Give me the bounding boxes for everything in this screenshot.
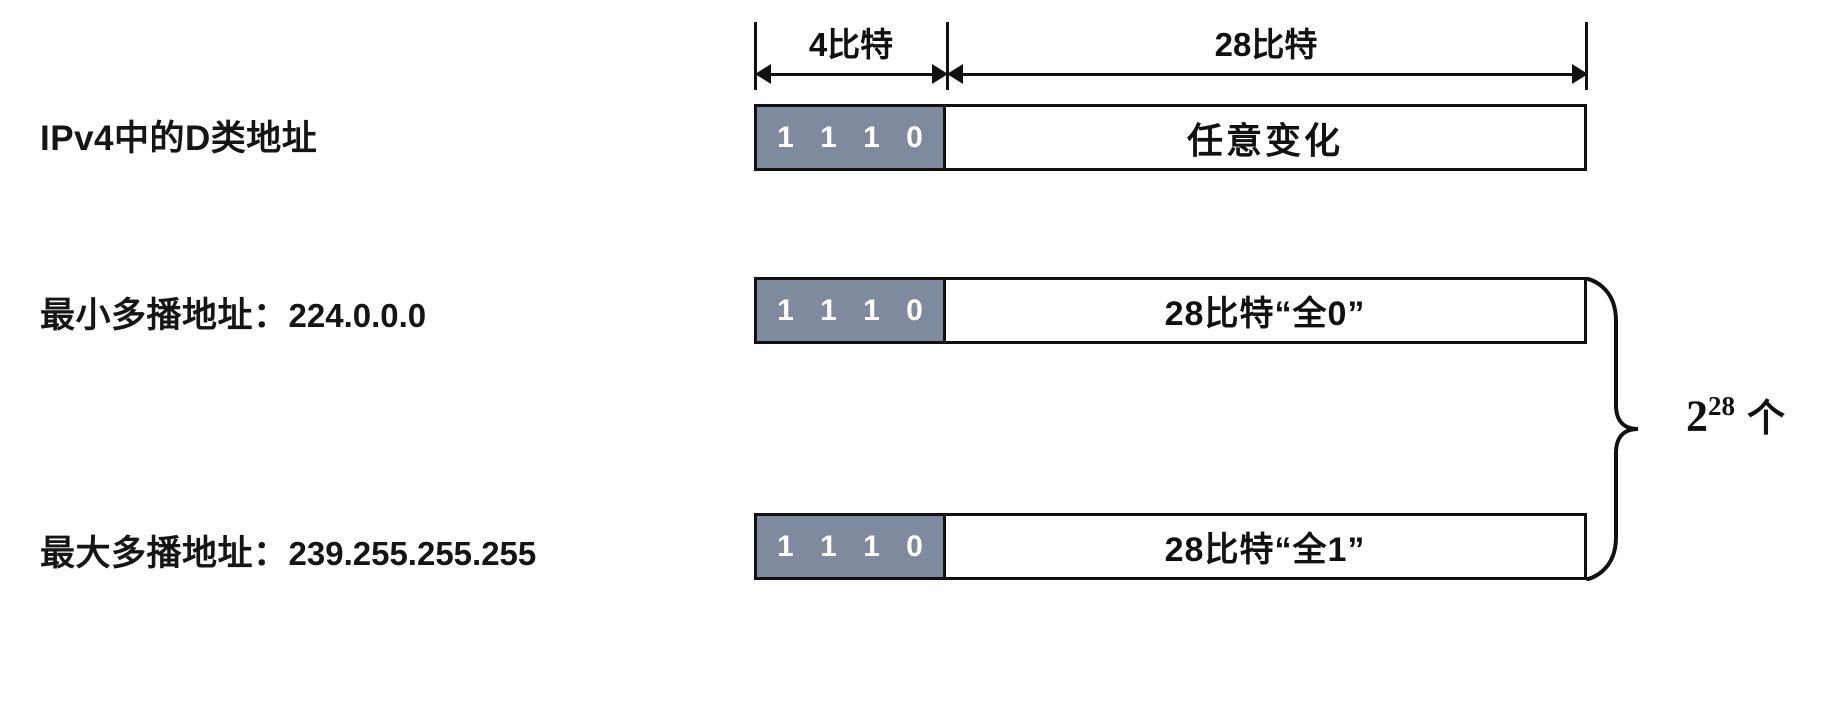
prefix-bits-cell: 1 1 1 0 — [757, 280, 946, 341]
count-exponent: 28 — [1708, 391, 1735, 421]
dimension-label-28bit: 28比特 — [1214, 26, 1318, 63]
dimension-tick-middle — [946, 22, 949, 90]
row-label-value: 239.255.255.255 — [288, 535, 537, 572]
body-cell: 28比特“全1” — [1164, 531, 1366, 569]
row-label-text: 最小多播地址： — [40, 296, 289, 335]
arrow-left-icon — [755, 64, 771, 84]
count-unit: 个 — [1747, 397, 1786, 440]
row-label-max-multicast: 最大多播地址：239.255.255.255 — [40, 525, 536, 576]
range-brace-icon — [1586, 277, 1639, 581]
body-cell: 28比特“全0” — [1164, 295, 1366, 333]
arrow-left-icon — [947, 64, 963, 84]
row-label-value: 224.0.0.0 — [288, 297, 427, 334]
prefix-bits-cell: 1 1 1 0 — [757, 107, 946, 168]
dimension-label-4bit: 4比特 — [808, 26, 894, 63]
arrow-right-icon — [932, 64, 948, 84]
dimension-tick-left — [754, 22, 757, 90]
row-label-text: 最大多播地址： — [40, 534, 289, 573]
address-bar-max-multicast: 1 1 1 0 28比特“全1” — [754, 513, 1587, 580]
dimension-header: 4比特 28比特 — [0, 0, 1843, 100]
row-label-text: IPv4中的D类地址 — [40, 119, 318, 158]
address-bar-ipv4-class-d: 1 1 1 0 任意变化 — [754, 104, 1587, 171]
row-label-ipv4-class-d: IPv4中的D类地址 — [40, 110, 317, 161]
multicast-count-note: 228 个 — [1686, 393, 1785, 439]
row-label-min-multicast: 最小多播地址：224.0.0.0 — [40, 287, 426, 338]
prefix-bits-cell: 1 1 1 0 — [757, 516, 946, 577]
address-bar-min-multicast: 1 1 1 0 28比特“全0” — [754, 277, 1587, 344]
dimension-tick-right — [1585, 22, 1588, 90]
body-cell: 任意变化 — [1186, 119, 1343, 161]
arrow-right-icon — [1572, 64, 1588, 84]
dimension-line-28bit — [958, 73, 1574, 76]
count-base: 2 — [1686, 391, 1708, 441]
dimension-line-4bit — [766, 73, 934, 76]
